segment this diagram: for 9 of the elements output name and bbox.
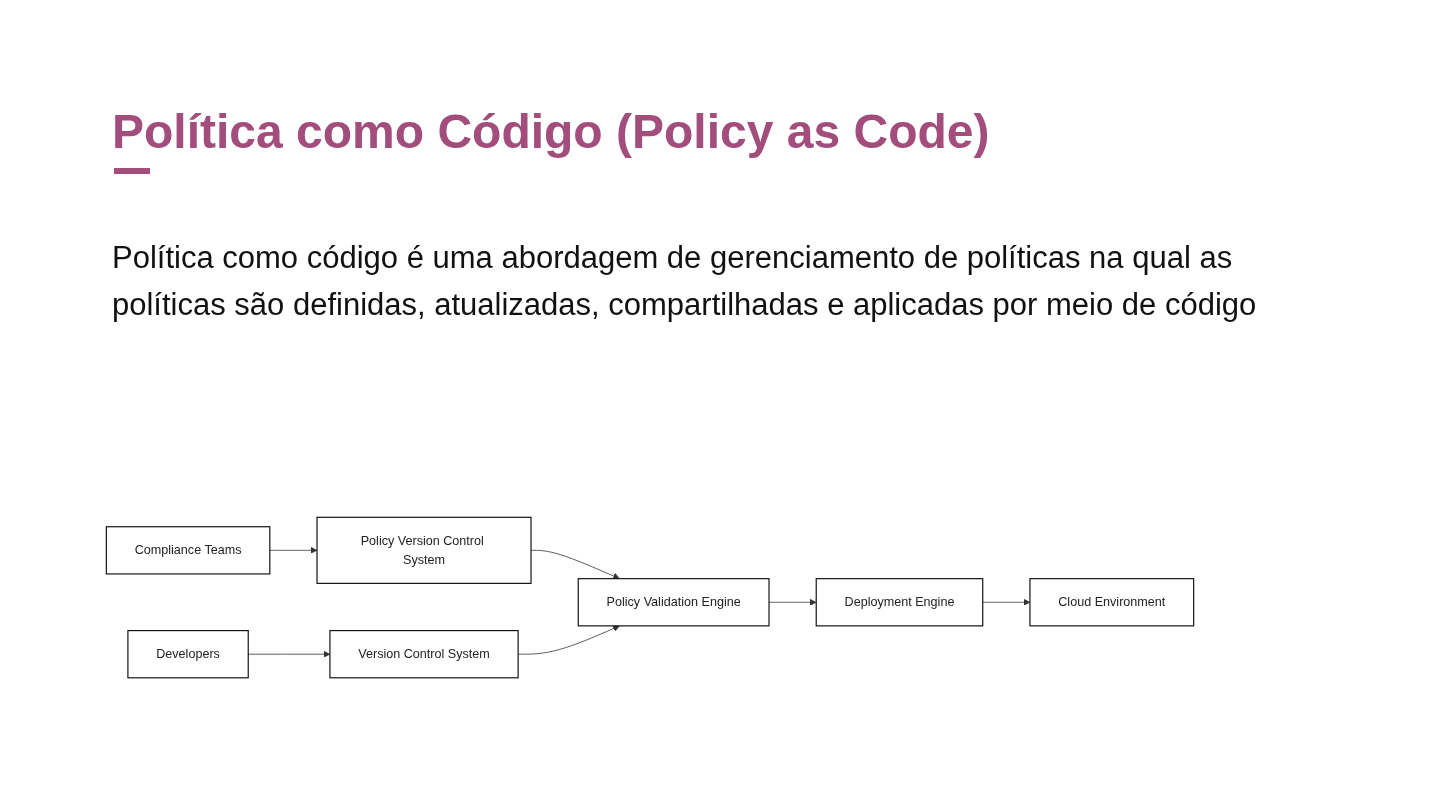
node-box: Cloud Environment (1029, 578, 1195, 627)
node-box: Policy Version Control System (316, 516, 532, 584)
node-box: Developers (127, 629, 249, 679)
slide-title: Política como Código (Policy as Code) (112, 104, 990, 159)
node-box: Deployment Engine (815, 578, 984, 627)
node-box: Version Control System (329, 629, 519, 679)
node-box: Compliance Teams (105, 526, 271, 575)
node-box: Policy Validation Engine (577, 578, 770, 627)
description-paragraph: Política como código é uma abordagem de gerenciamento de políticas na qual as políticas são definidas, atualizadas, compartilhadas e aplicadas por meio de código (112, 239, 1258, 324)
